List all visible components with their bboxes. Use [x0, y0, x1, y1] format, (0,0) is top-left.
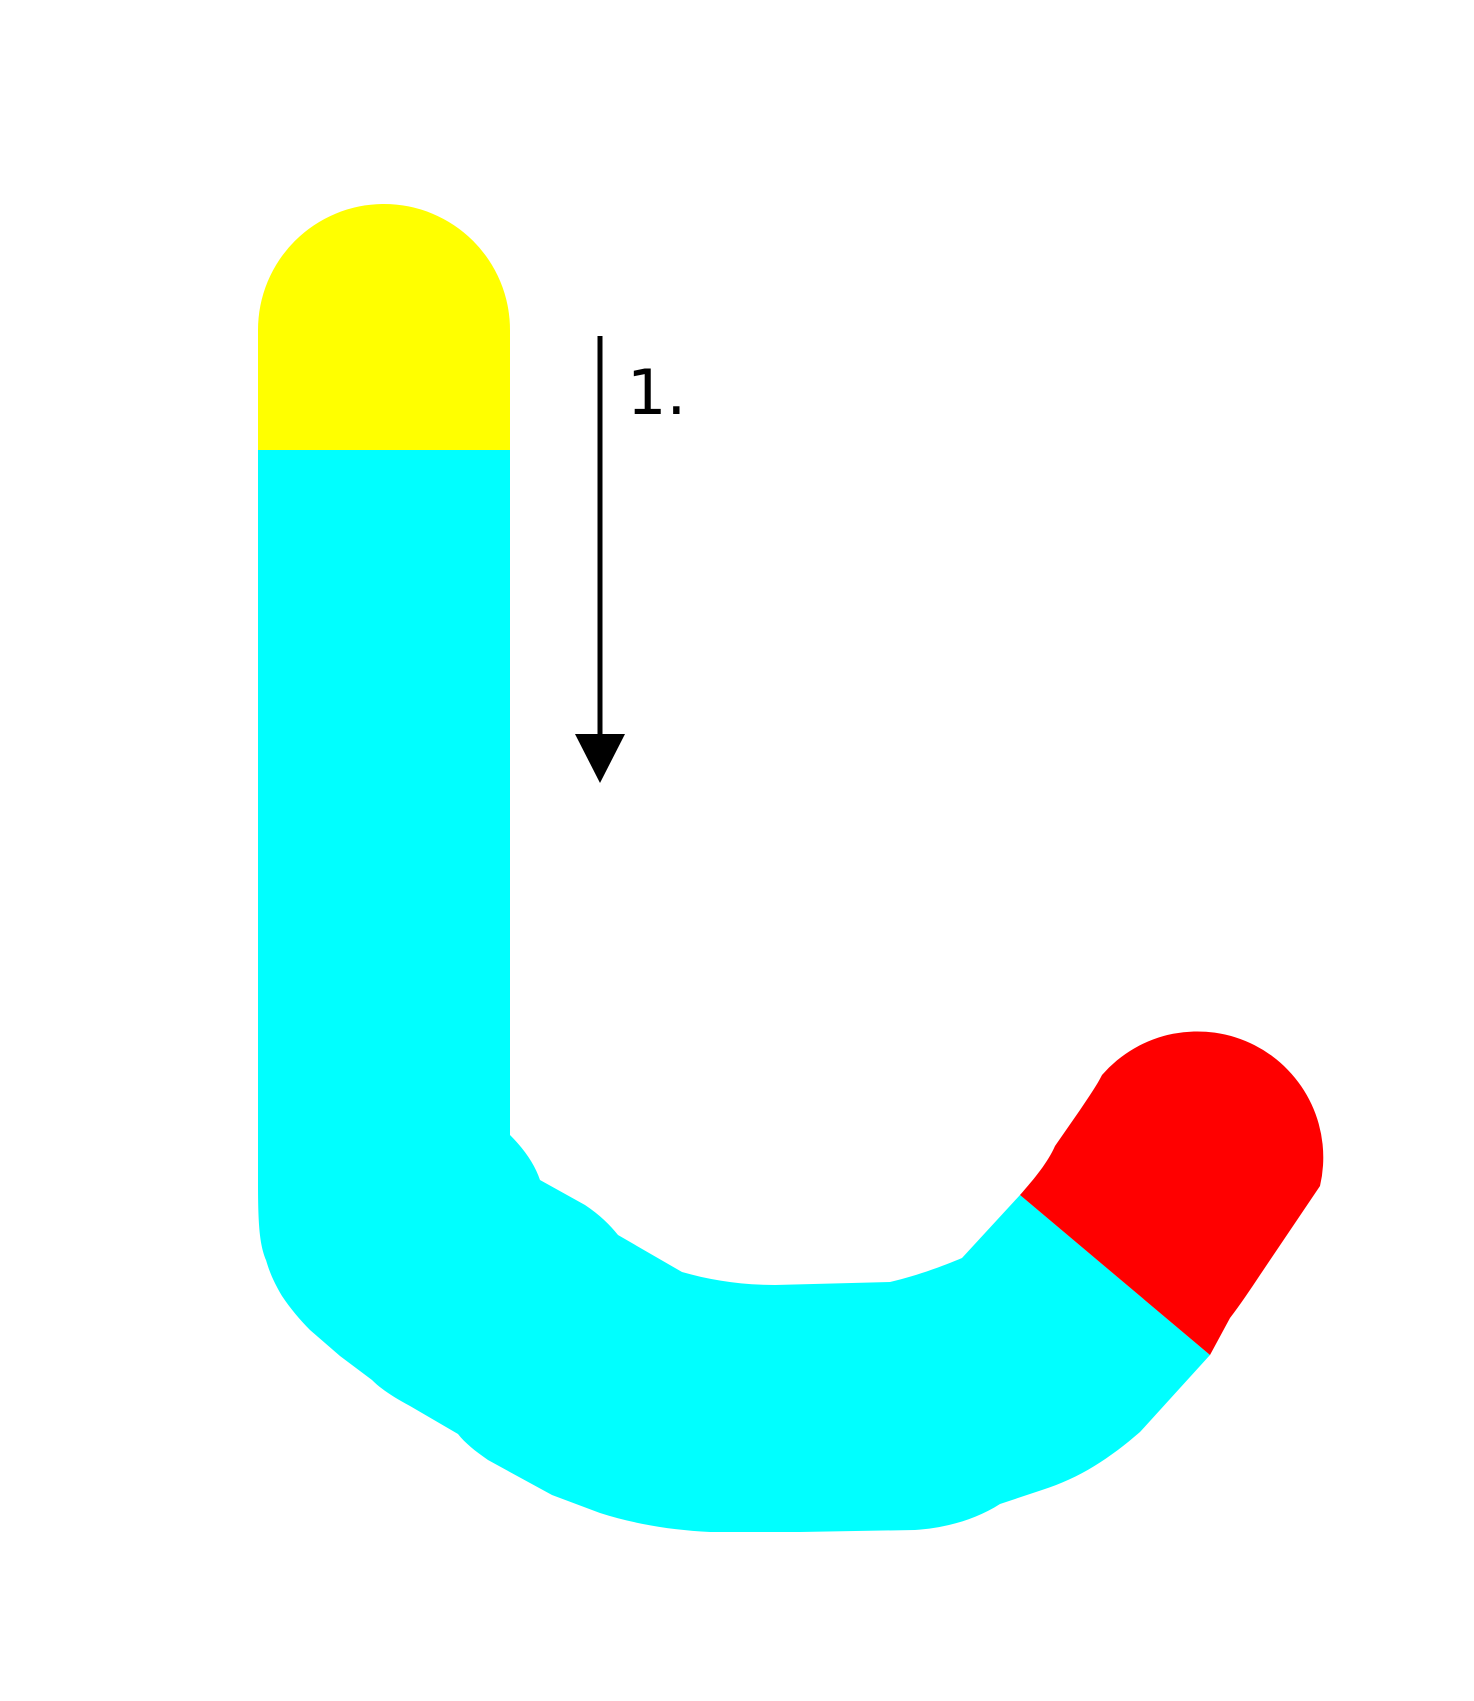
- stroke-start-cap: [258, 204, 510, 450]
- direction-arrow: [575, 336, 625, 783]
- stroke-end-cap: [1020, 1031, 1324, 1355]
- stroke-main-body: [258, 450, 1210, 1532]
- arrow-head-icon: [575, 734, 625, 783]
- step-label: 1.: [627, 356, 686, 429]
